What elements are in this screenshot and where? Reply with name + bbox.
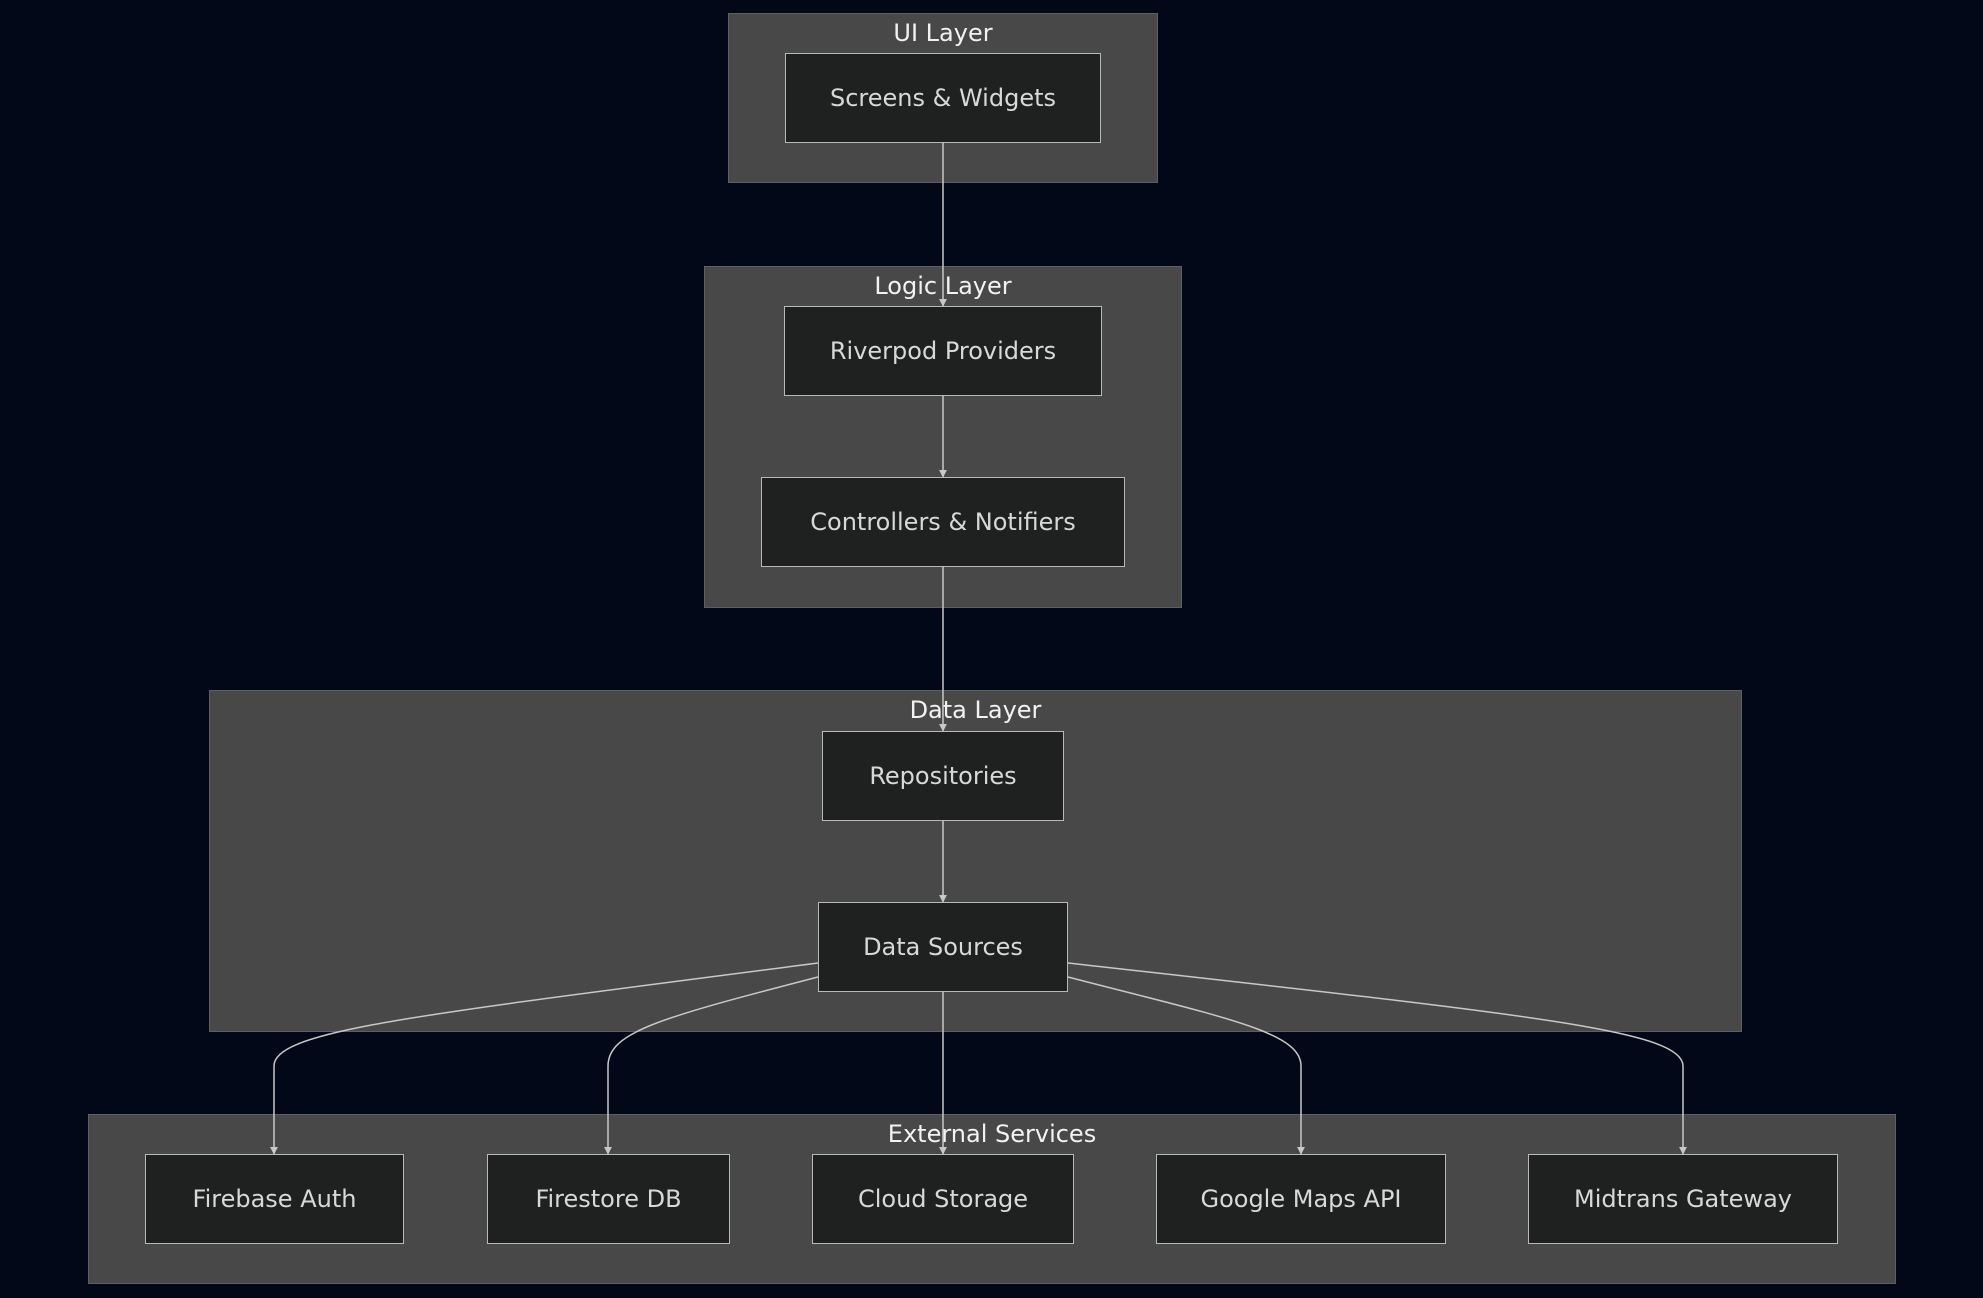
cluster-title-ui-layer: UI Layer	[893, 19, 993, 47]
node-repositories[interactable]: Repositories	[822, 731, 1064, 821]
cluster-title-logic-layer: Logic Layer	[874, 272, 1012, 300]
node-data-sources[interactable]: Data Sources	[818, 902, 1068, 992]
node-screens-widgets[interactable]: Screens & Widgets	[785, 53, 1101, 143]
node-controllers-notifiers[interactable]: Controllers & Notifiers	[761, 477, 1125, 567]
cluster-title-external-services: External Services	[887, 1120, 1097, 1148]
node-riverpod-providers[interactable]: Riverpod Providers	[784, 306, 1102, 396]
node-firebase-auth[interactable]: Firebase Auth	[145, 1154, 404, 1244]
node-google-maps-api[interactable]: Google Maps API	[1156, 1154, 1446, 1244]
node-firestore-db[interactable]: Firestore DB	[487, 1154, 730, 1244]
cluster-title-data-layer: Data Layer	[909, 696, 1042, 724]
node-midtrans-gateway[interactable]: Midtrans Gateway	[1528, 1154, 1838, 1244]
node-cloud-storage[interactable]: Cloud Storage	[812, 1154, 1074, 1244]
